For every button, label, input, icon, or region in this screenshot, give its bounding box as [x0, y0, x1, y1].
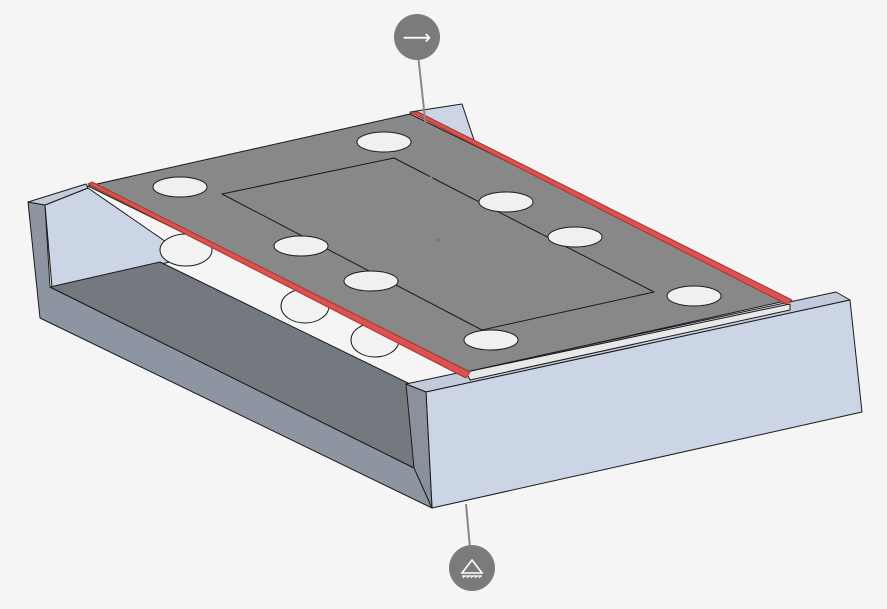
arrow-right-icon: ⟶: [402, 25, 432, 49]
plate-edge-strip: [465, 303, 791, 381]
dimple: [273, 235, 329, 257]
dimple-group: [152, 131, 722, 351]
channel-front-wall-side[interactable]: [405, 383, 433, 509]
support-leader-line: [465, 503, 471, 549]
dimple: [343, 270, 399, 292]
dimple: [356, 131, 412, 153]
load-leader-line: [417, 53, 439, 241]
support-callout-button[interactable]: [449, 545, 495, 591]
dimple: [152, 176, 208, 198]
load-callout-button[interactable]: ⟶: [394, 14, 440, 60]
load-anchor-point: [436, 238, 440, 242]
channel-back-wall-top[interactable]: [27, 183, 89, 206]
dimple: [478, 191, 534, 213]
dimple: [547, 226, 603, 248]
plate-edge-left[interactable]: [87, 181, 471, 379]
dimple: [463, 329, 519, 351]
dimple: [666, 285, 722, 307]
fixed-support-icon: [460, 558, 484, 579]
plate-edge-right[interactable]: [409, 111, 793, 305]
